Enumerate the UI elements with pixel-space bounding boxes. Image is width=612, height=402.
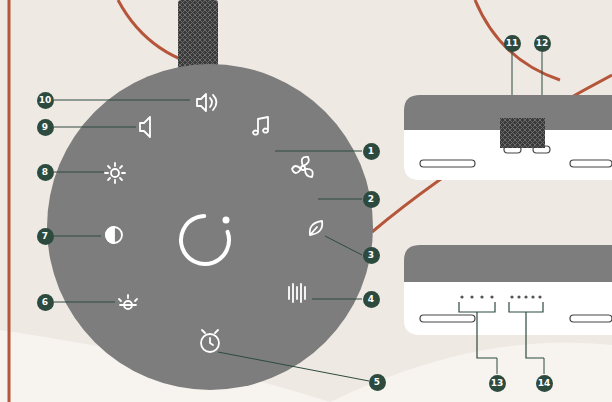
- callout-number: 5: [369, 374, 386, 391]
- callout-number: 1: [363, 143, 380, 160]
- callout-number: 7: [37, 228, 54, 245]
- callout-number: 2: [363, 191, 380, 208]
- callout-number: 6: [37, 294, 54, 311]
- callout-number: 9: [37, 119, 54, 136]
- callout-number: 13: [489, 375, 506, 392]
- callout-number: 3: [363, 247, 380, 264]
- callout-number: 4: [363, 291, 380, 308]
- callout-number: 11: [504, 35, 521, 52]
- callout-number: 8: [37, 164, 54, 181]
- callout-number: 12: [534, 35, 551, 52]
- callout-number: 10: [37, 92, 54, 109]
- callout-number: 14: [536, 375, 553, 392]
